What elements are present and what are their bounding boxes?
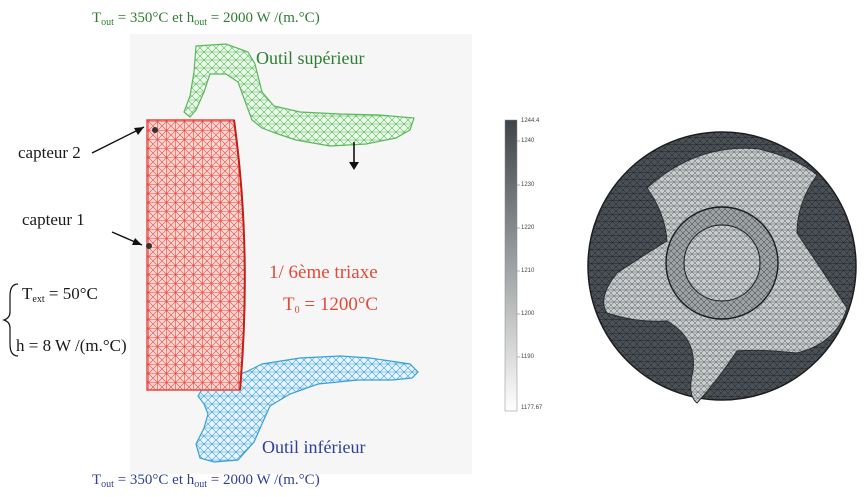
colorbar-tick-label: 1200	[521, 311, 535, 317]
colorbar-min-label: 1177.67	[521, 405, 543, 411]
external-heat-coefficient: h = 8 W /(m.°C)	[16, 336, 127, 355]
top-boundary-condition: Tout = 350°C et hout = 2000 W /(m.°C)	[92, 10, 320, 28]
lower-tool-label: Outil inférieur	[262, 437, 366, 457]
temperature-field-panel: 1244.4 1240 1230 1220 1210 1200 1190 117…	[497, 113, 864, 419]
left-brace	[2, 283, 19, 357]
sensor-1-label: capteur 1	[22, 210, 85, 229]
colorbar-tick-label: 1210	[521, 268, 535, 274]
part-mesh	[146, 119, 246, 391]
initial-temperature: T0 = 1200°C	[283, 294, 379, 316]
lower-tool-mesh	[195, 355, 419, 463]
colorbar-ticks	[517, 140, 520, 358]
mesh-drawing	[2, 43, 419, 463]
colorbar	[504, 119, 518, 412]
colorbar-tick-label: 1190	[521, 354, 534, 360]
external-temperature: Text = 50°C	[22, 284, 98, 305]
colorbar-tick-label: 1220	[521, 225, 535, 231]
part-label: 1/ 6ème triaxe	[269, 262, 378, 283]
simulation-setup-panel: Tout = 350°C et hout = 2000 W /(m.°C) Ou…	[2, 10, 419, 490]
sensor-1-dot	[146, 243, 152, 249]
sensor-2-label: capteur 2	[18, 143, 81, 162]
upper-tool-label: Outil supérieur	[256, 48, 365, 68]
colorbar-tick-label: 1240	[521, 138, 535, 144]
upper-tool-mesh	[183, 43, 415, 147]
part-mesh-edge	[233, 119, 246, 391]
bottom-boundary-condition: Tout = 350°C et hout = 2000 W /(m.°C)	[92, 472, 320, 490]
sensor-2-dot	[152, 127, 158, 133]
colorbar-max-label: 1244.4	[521, 118, 540, 124]
temperature-field-drawing	[504, 119, 857, 412]
hub-inner	[683, 224, 761, 302]
colorbar-tick-label: 1230	[521, 182, 535, 188]
